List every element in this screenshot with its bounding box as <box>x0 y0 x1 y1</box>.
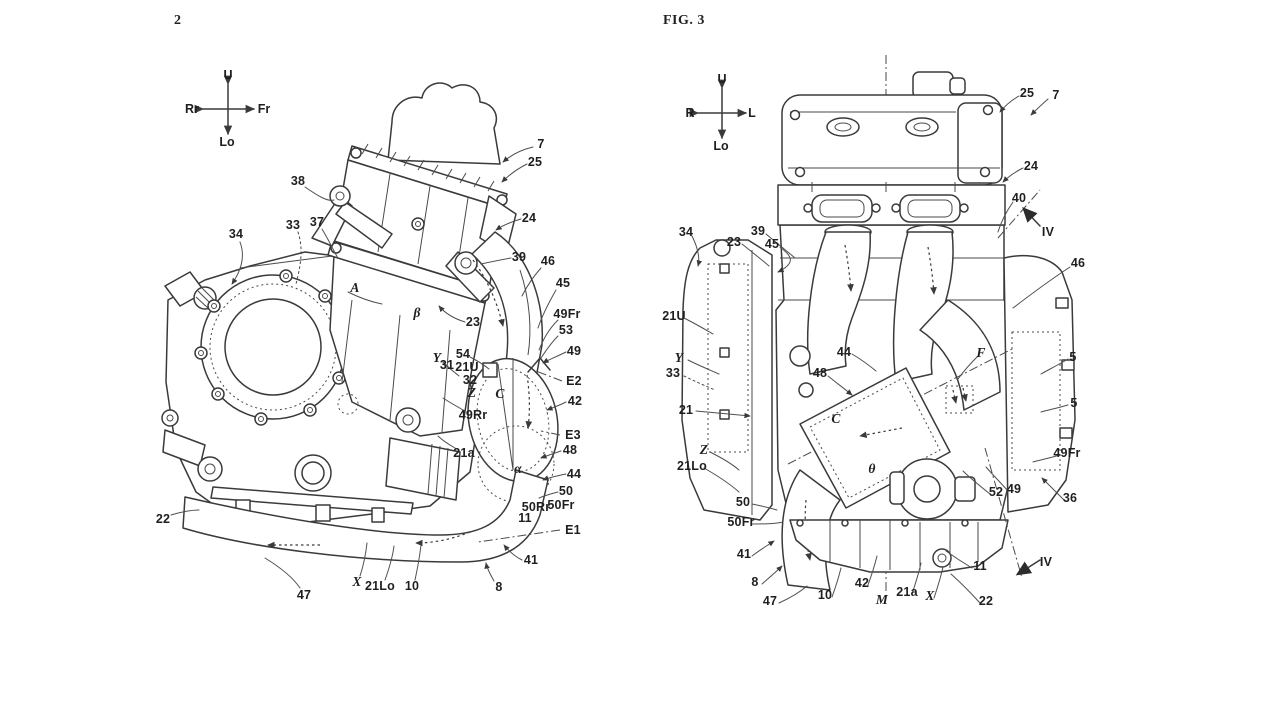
ref-label: 22 <box>979 594 993 608</box>
ref-label: 11 <box>973 559 987 573</box>
ref-label: M <box>876 592 888 608</box>
ref-label: 21Lo <box>677 459 707 473</box>
ref-label: 10 <box>818 588 832 602</box>
ref-label: 21a <box>896 585 917 599</box>
ref-label: 48 <box>563 443 577 457</box>
ref-label: 7 <box>1052 88 1059 102</box>
ref-label: 45 <box>765 237 779 251</box>
ref-label: X <box>925 588 934 604</box>
ref-label: E1 <box>565 523 581 537</box>
ref-label: Z <box>700 442 708 458</box>
ref-label: 21a <box>453 446 474 460</box>
ref-label: C <box>831 411 840 427</box>
fig2-compass-left-label: Rr <box>185 102 199 116</box>
ref-label: 46 <box>541 254 555 268</box>
ref-label: F <box>976 345 985 361</box>
ref-label: 5 <box>1070 396 1077 410</box>
ref-label: 49Fr <box>1053 446 1080 460</box>
ref-label: 31 <box>440 358 454 372</box>
ref-label: 10 <box>405 579 419 593</box>
compass-fig2 <box>203 84 254 134</box>
ref-label: 41 <box>524 553 538 567</box>
ref-label: 48 <box>813 366 827 380</box>
ref-label: IV <box>1040 555 1052 569</box>
fig2-compass-right-label: Fr <box>258 102 271 116</box>
ref-label: 23 <box>727 235 741 249</box>
compass-fig3 <box>698 88 746 138</box>
ref-label: 5 <box>1069 350 1076 364</box>
ref-label: 36 <box>1063 491 1077 505</box>
ref-label: 21 <box>679 403 693 417</box>
fig2-compass-up-label: U <box>223 68 232 82</box>
fig3-compass-up-label: U <box>717 72 726 86</box>
ref-label: 50 <box>736 495 750 509</box>
ref-label: 25 <box>528 155 542 169</box>
ref-label: 33 <box>286 218 300 232</box>
ref-label: 25 <box>1020 86 1034 100</box>
ref-label: 21U <box>455 360 479 374</box>
ref-label: A <box>350 280 359 296</box>
ref-label: 22 <box>156 512 170 526</box>
ref-label: E2 <box>566 374 582 388</box>
ref-label: 41 <box>737 547 751 561</box>
ref-label: 39 <box>751 224 765 238</box>
ref-label: 42 <box>568 394 582 408</box>
ref-label: 8 <box>495 580 502 594</box>
ref-label: IV <box>1042 225 1054 239</box>
ref-label: 34 <box>229 227 243 241</box>
ref-label: 50Fr <box>547 498 574 512</box>
ref-label: θ <box>868 461 875 477</box>
ref-label: β <box>413 305 420 321</box>
ref-label: 37 <box>310 215 324 229</box>
ref-label: X <box>352 574 361 590</box>
fig3-compass-down-label: Lo <box>713 139 728 153</box>
fig3-compass-left-label: R <box>685 106 694 120</box>
ref-label: 34 <box>679 225 693 239</box>
fig3-compass-right-label: L <box>748 106 756 120</box>
ref-label: Z <box>468 385 476 401</box>
ref-label: 50Fr <box>727 515 754 529</box>
ref-label: 53 <box>559 323 573 337</box>
ref-label: 46 <box>1071 256 1085 270</box>
ref-label: 11 <box>518 511 532 525</box>
ref-label: 21U <box>662 309 686 323</box>
ref-label: 49Fr <box>553 307 580 321</box>
ref-label: 49 <box>567 344 581 358</box>
ref-label: 39 <box>512 250 526 264</box>
ref-label: 49 <box>1007 482 1021 496</box>
ref-label: 45 <box>556 276 570 290</box>
ref-label: 49Rr <box>459 408 488 422</box>
figure-title-3: FIG. 3 <box>663 13 705 29</box>
ref-label: 23 <box>466 315 480 329</box>
fig2-engine <box>162 83 569 588</box>
ref-label: 21Lo <box>365 579 395 593</box>
ref-label: 8 <box>751 575 758 589</box>
ref-label: 40 <box>1012 191 1026 205</box>
ref-label: 47 <box>297 588 311 602</box>
ref-label: 7 <box>537 137 544 151</box>
figure-title-2: 2 <box>174 13 182 29</box>
ref-label: E3 <box>565 428 581 442</box>
ref-label: 54 <box>456 347 470 361</box>
ref-label: 42 <box>855 576 869 590</box>
ref-label: 44 <box>837 345 851 359</box>
ref-label: Y <box>675 350 683 366</box>
ref-label: 47 <box>763 594 777 608</box>
fig2-compass-down-label: Lo <box>219 135 234 149</box>
ref-label: 24 <box>1024 159 1038 173</box>
ref-label: 50 <box>559 484 573 498</box>
ref-label: 33 <box>666 366 680 380</box>
ref-label: 24 <box>522 211 536 225</box>
ref-label: 44 <box>567 467 581 481</box>
ref-label: C <box>495 386 504 402</box>
ref-label: α <box>514 461 522 477</box>
ref-label: 52 <box>989 485 1003 499</box>
ref-label: 38 <box>291 174 305 188</box>
